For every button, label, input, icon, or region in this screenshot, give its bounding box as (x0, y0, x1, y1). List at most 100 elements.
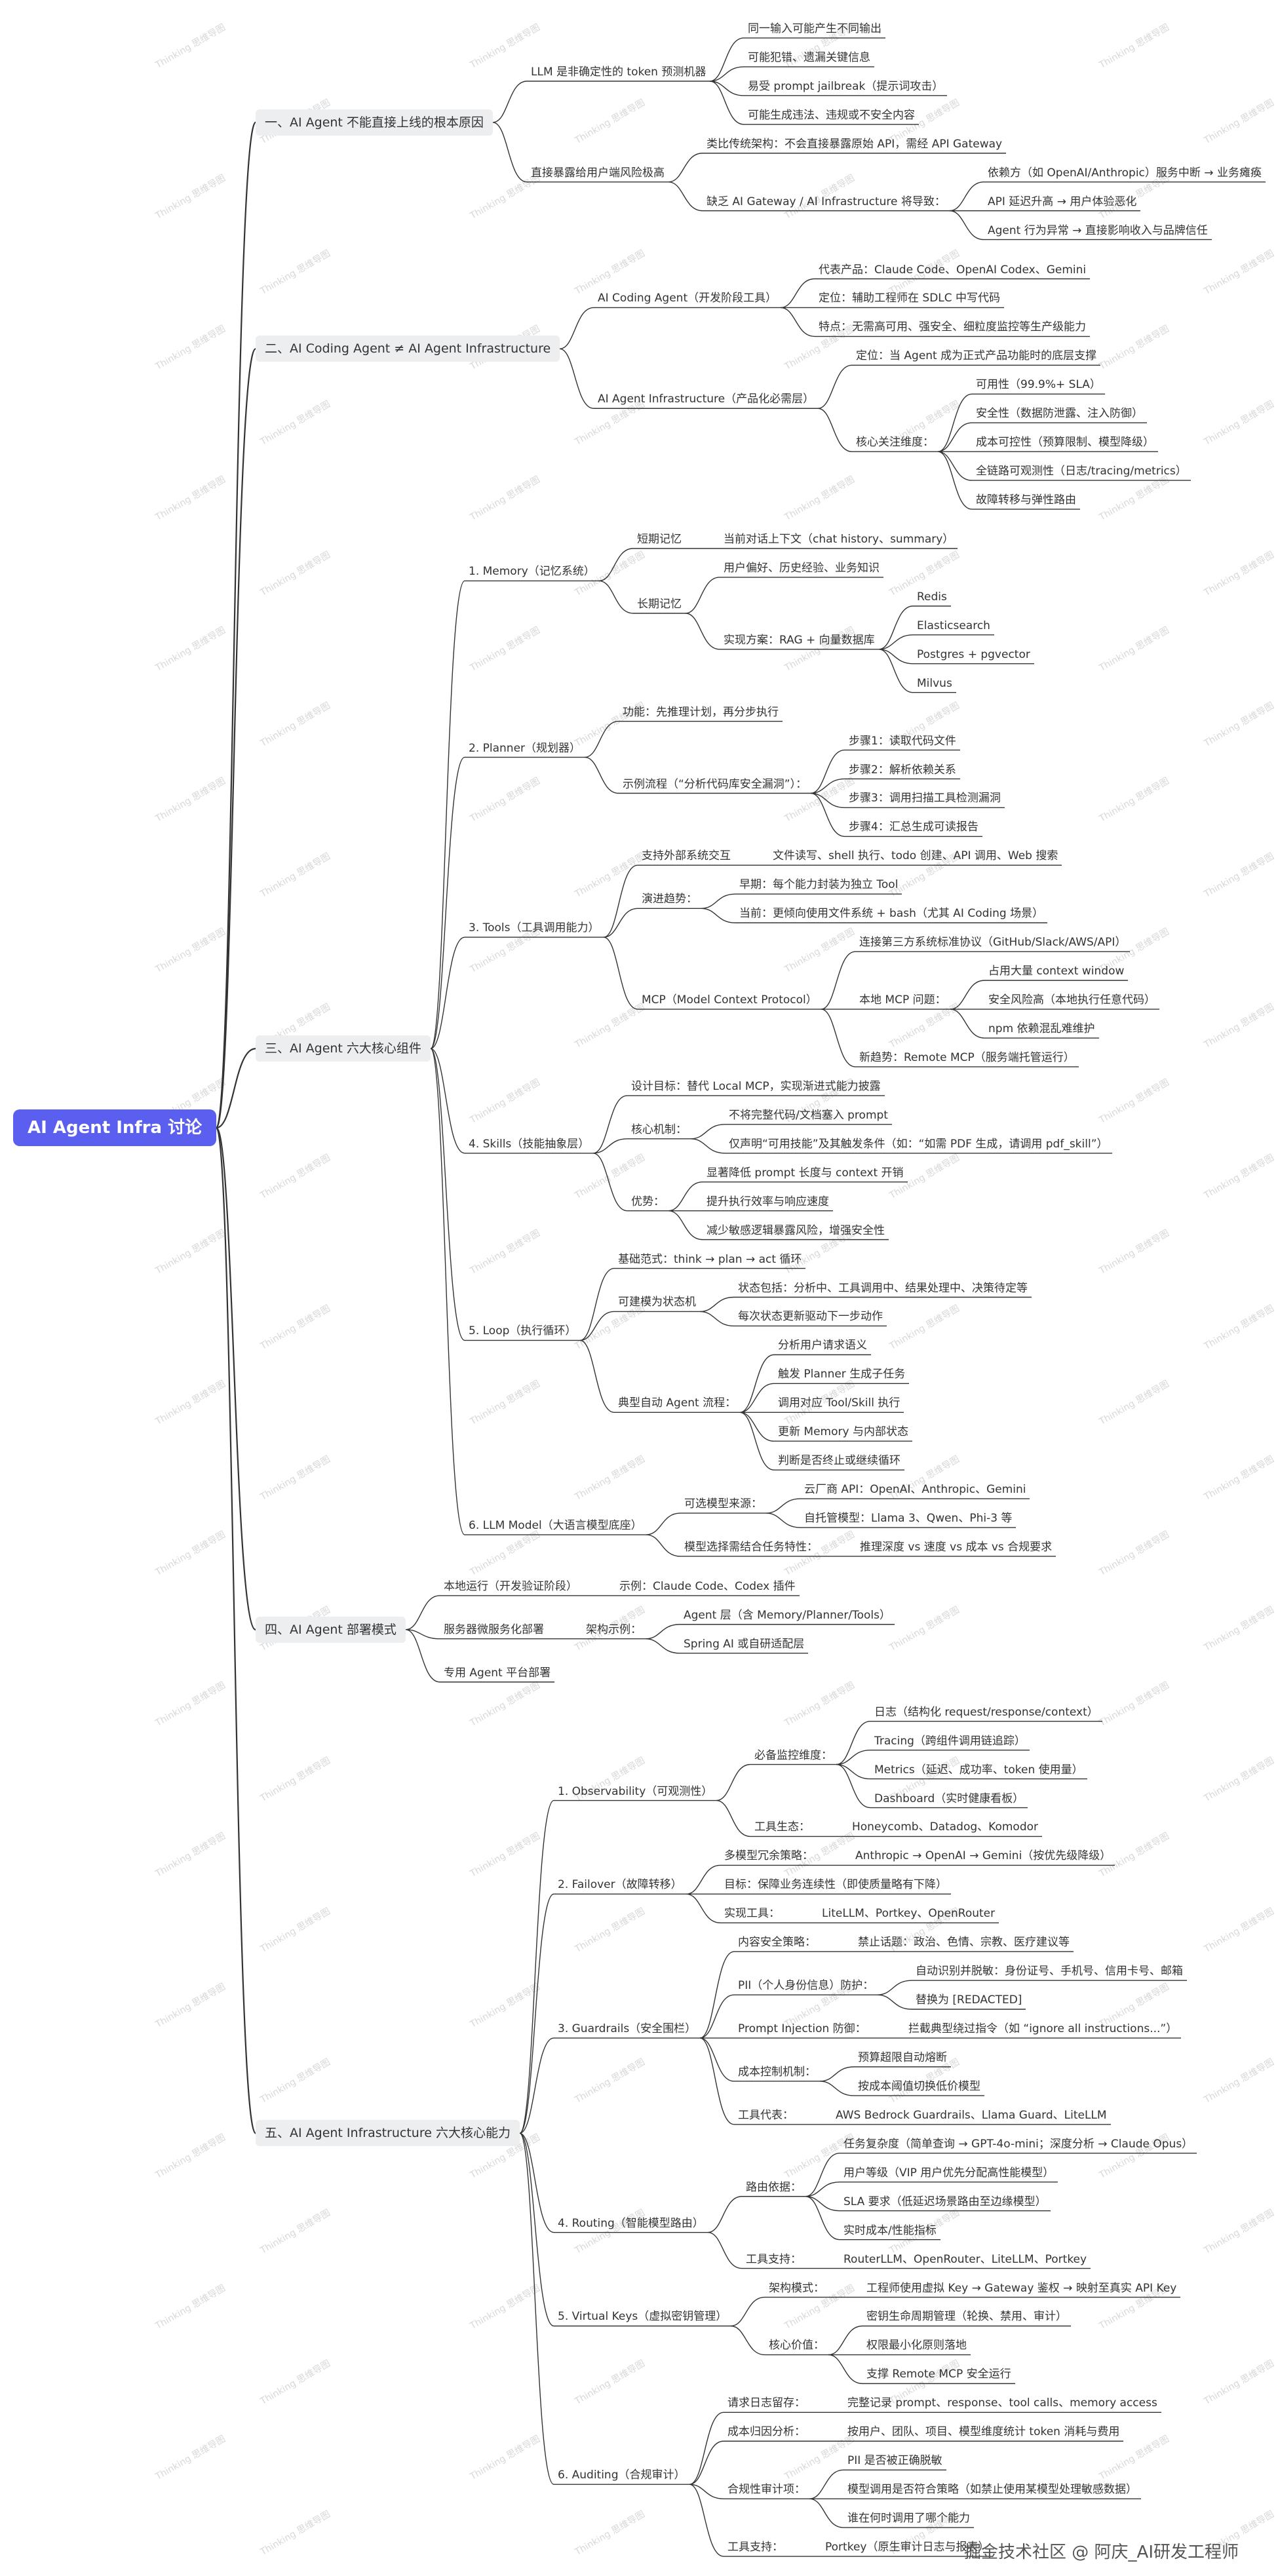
topic-node[interactable]: 模型选择需结合任务特性： (684, 1540, 818, 1554)
topic-node[interactable]: 故障转移与弹性路由 (976, 493, 1076, 507)
topic-node[interactable]: 路由依据： (746, 2180, 802, 2194)
topic-node[interactable]: 工程师使用虚拟 Key → Gateway 鉴权 → 映射至真实 API Key (866, 2281, 1177, 2295)
topic-node[interactable]: 用户等级（VIP 用户优先分配高性能模型） (843, 2166, 1055, 2180)
topic-node[interactable]: 缺乏 AI Gateway / AI Infrastructure 将导致： (707, 195, 946, 208)
topic-node[interactable]: 示例：Claude Code、Codex 插件 (619, 1579, 796, 1593)
topic-node[interactable]: 文件读写、shell 执行、todo 创建、API 调用、Web 搜索 (773, 849, 1058, 863)
topic-node[interactable]: Spring AI 或自研适配层 (684, 1637, 805, 1651)
topic-node[interactable]: 基础范式：think → plan → act 循环 (618, 1252, 802, 1266)
topic-node[interactable]: 自动识别并脱敏：身份证号、手机号、信用卡号、邮箱 (916, 1965, 1183, 1978)
topic-node[interactable]: 专用 Agent 平台部署 (444, 1666, 551, 1680)
topic-node[interactable]: 本地 MCP 问题： (859, 993, 946, 1007)
topic-node[interactable]: 支持外部系统交互 (642, 849, 731, 863)
topic-node[interactable]: 安全风险高（本地执行任意代码） (988, 993, 1155, 1007)
topic-node[interactable]: PII 是否被正确脱敏 (847, 2454, 942, 2468)
topic-node[interactable]: 调用对应 Tool/Skill 执行 (778, 1396, 900, 1410)
topic-node[interactable]: 可能犯错、遗漏关键信息 (748, 50, 870, 64)
topic-node[interactable]: SLA 要求（低延迟场景路由至边缘模型） (843, 2195, 1047, 2208)
topic-node[interactable]: RouterLLM、OpenRouter、LiteLLM、Portkey (843, 2252, 1087, 2266)
topic-node[interactable]: 架构示例： (586, 1623, 642, 1636)
topic-node[interactable]: 早期：每个能力封装为独立 Tool (739, 878, 899, 892)
topic-node[interactable]: 代表产品：Claude Code、OpenAI Codex、Gemini (819, 263, 1087, 277)
topic-node[interactable]: 分析用户请求语义 (778, 1339, 867, 1353)
topic-node[interactable]: Redis (917, 590, 947, 604)
topic-node[interactable]: AI Agent Infrastructure（产品化必需层） (598, 393, 815, 406)
topic-node[interactable]: 本地运行（开发验证阶段） (444, 1579, 577, 1593)
topic-node[interactable]: 支撑 Remote MCP 安全运行 (866, 2368, 1011, 2381)
topic-node[interactable]: 2. Planner（规划器） (469, 741, 581, 755)
topic-node[interactable]: 按用户、团队、项目、模型维度统计 token 消耗与费用 (847, 2425, 1120, 2439)
topic-node[interactable]: 定位：当 Agent 成为正式产品功能时的底层支撑 (856, 349, 1097, 363)
topic-node[interactable]: 服务器微服务化部署 (444, 1623, 544, 1636)
main-topic[interactable]: 一、AI Agent 不能直接上线的根本原因 (256, 109, 493, 136)
topic-node[interactable]: 谁在何时调用了哪个能力 (847, 2512, 970, 2526)
topic-node[interactable]: 典型自动 Agent 流程： (618, 1396, 737, 1410)
topic-node[interactable]: 拦截典型绕过指令（如 “ignore all instructions...”） (908, 2022, 1178, 2036)
topic-node[interactable]: 替换为 [REDACTED] (916, 1993, 1022, 2007)
topic-node[interactable]: Prompt Injection 防御： (738, 2022, 866, 2036)
topic-node[interactable]: 预算超限自动熔断 (858, 2051, 947, 2064)
topic-node[interactable]: 减少敏感逻辑暴露风险，增强安全性 (707, 1223, 885, 1237)
topic-node[interactable]: 成本可控性（预算限制、模型降级） (976, 436, 1154, 450)
topic-node[interactable]: 同一输入可能产生不同输出 (748, 22, 881, 35)
topic-node[interactable]: 步骤1：读取代码文件 (849, 734, 956, 748)
topic-node[interactable]: 触发 Planner 生成子任务 (778, 1368, 906, 1381)
topic-node[interactable]: 演进趋势： (642, 893, 697, 906)
topic-node[interactable]: npm 依赖混乱难维护 (988, 1022, 1095, 1036)
topic-node[interactable]: 权限最小化原则落地 (866, 2339, 967, 2353)
topic-node[interactable]: 更新 Memory 与内部状态 (778, 1425, 908, 1439)
topic-node[interactable]: 5. Loop（执行循环） (469, 1324, 577, 1338)
root-topic[interactable]: AI Agent Infra 讨论 (13, 1109, 217, 1147)
topic-node[interactable]: 模型调用是否符合策略（如禁止使用某模型处理敏感数据） (847, 2483, 1137, 2497)
topic-node[interactable]: 占用大量 context window (988, 965, 1125, 978)
topic-node[interactable]: Metrics（延迟、成功率、token 使用量） (874, 1763, 1083, 1777)
topic-node[interactable]: Milvus (917, 676, 952, 690)
topic-node[interactable]: AWS Bedrock Guardrails、Llama Guard、LiteL… (836, 2108, 1107, 2122)
topic-node[interactable]: Tracing（跨组件调用链追踪） (874, 1734, 1026, 1748)
topic-node[interactable]: 状态包括：分析中、工具调用中、结果处理中、决策待定等 (738, 1281, 1028, 1295)
topic-node[interactable]: 核心关注维度： (856, 436, 934, 450)
topic-node[interactable]: 可能生成违法、违规或不安全内容 (748, 108, 915, 122)
topic-node[interactable]: MCP（Model Context Protocol） (642, 993, 817, 1007)
topic-node[interactable]: 任务复杂度（简单查询 → GPT-4o-mini；深度分析 → Claude O… (843, 2137, 1193, 2151)
topic-node[interactable]: 合规性审计项： (727, 2483, 805, 2497)
topic-node[interactable]: 安全性（数据防泄露、注入防御） (976, 407, 1143, 421)
main-topic[interactable]: 二、AI Coding Agent ≠ AI Agent Infrastruct… (256, 336, 560, 362)
topic-node[interactable]: LLM 是非确定性的 token 预测机器 (531, 65, 707, 79)
topic-node[interactable]: Agent 行为异常 → 直接影响收入与品牌信任 (988, 223, 1208, 237)
topic-node[interactable]: 设计目标：替代 Local MCP，实现渐进式能力披露 (631, 1079, 881, 1093)
topic-node[interactable]: Postgres + pgvector (917, 647, 1030, 661)
topic-node[interactable]: 日志（结构化 request/response/context） (874, 1705, 1098, 1719)
topic-node[interactable]: 不将完整代码/文档塞入 prompt (729, 1108, 888, 1122)
topic-node[interactable]: 6. LLM Model（大语言模型底座） (469, 1519, 642, 1533)
topic-node[interactable]: 当前对话上下文（chat history、summary） (724, 532, 954, 546)
topic-node[interactable]: Honeycomb、Datadog、Komodor (852, 1820, 1038, 1834)
topic-node[interactable]: 步骤2：解析依赖关系 (849, 763, 956, 777)
topic-node[interactable]: 实时成本/性能指标 (843, 2223, 937, 2237)
topic-node[interactable]: 工具代表： (738, 2108, 794, 2122)
topic-node[interactable]: 禁止话题：政治、色情、宗教、医疗建议等 (858, 1936, 1070, 1950)
topic-node[interactable]: 实现方案：RAG + 向量数据库 (724, 633, 875, 647)
topic-node[interactable]: 步骤4：汇总生成可读报告 (849, 820, 978, 834)
topic-node[interactable]: 可选模型来源： (684, 1497, 762, 1511)
topic-node[interactable]: 成本控制机制： (738, 2065, 816, 2079)
topic-node[interactable]: 1. Observability（可观测性） (558, 1784, 713, 1798)
topic-node[interactable]: 依赖方（如 OpenAI/Anthropic）服务中断 → 业务瘫痪 (988, 166, 1262, 180)
topic-node[interactable]: 架构模式： (769, 2281, 824, 2295)
topic-node[interactable]: 直接暴露给用户端风险极高 (531, 166, 665, 180)
topic-node[interactable]: 提升执行效率与响应速度 (707, 1195, 829, 1208)
topic-node[interactable]: PII（个人身份信息）防护： (738, 1979, 874, 1993)
topic-node[interactable]: 3. Tools（工具调用能力） (469, 921, 600, 935)
topic-node[interactable]: 仅声明“可用技能”及其触发条件（如：“如需 PDF 生成，请调用 pdf_ski… (729, 1137, 1108, 1151)
topic-node[interactable]: 当前：更倾向使用文件系统 + bash（尤其 AI Coding 场景） (739, 907, 1044, 921)
topic-node[interactable]: 4. Routing（智能模型路由） (558, 2216, 704, 2230)
topic-node[interactable]: 全链路可观测性（日志/tracing/metrics） (976, 465, 1187, 478)
topic-node[interactable]: 每次状态更新驱动下一步动作 (738, 1310, 883, 1324)
topic-node[interactable]: 新趋势：Remote MCP（服务端托管运行） (859, 1050, 1075, 1064)
main-topic[interactable]: 五、AI Agent Infrastructure 六大核心能力 (256, 2120, 520, 2147)
main-topic[interactable]: 四、AI Agent 部署模式 (256, 1616, 406, 1643)
topic-node[interactable]: 定位：辅助工程师在 SDLC 中写代码 (819, 292, 1001, 305)
topic-node[interactable]: 类比传统架构：不会直接暴露原始 API，需经 API Gateway (707, 137, 1003, 151)
topic-node[interactable]: LiteLLM、Portkey、OpenRouter (822, 1907, 996, 1921)
topic-node[interactable]: Portkey（原生审计日志与报表） (825, 2541, 990, 2554)
